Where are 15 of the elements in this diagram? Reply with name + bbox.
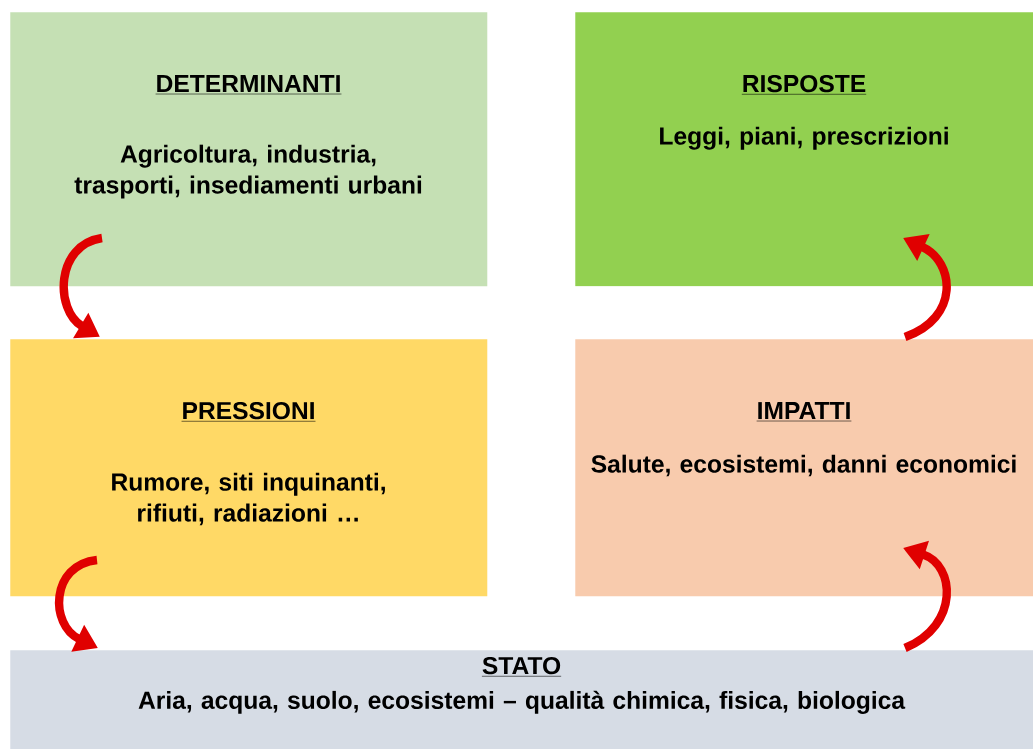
description: Aria, acqua, suolo, ecosistemi – qualità chimica, fisica, biologica [138,690,906,714]
category-box [575,339,1033,597]
description: Agricoltura, industria, trasporti, insediamenti urbani [74,144,422,199]
heading: RISPOSTE [741,74,867,95]
heading: PRESSIONI [181,401,316,422]
category-box [10,12,488,287]
heading: DETERMINANTI [155,75,342,95]
description: Salute, ecosistemi, danni economici [591,454,1016,477]
description: Rumore, siti inquinanti, rifiuti, radiazioni … [112,472,385,526]
category-box [575,12,1033,287]
category-box [10,650,1033,749]
heading: IMPATTI [756,402,852,422]
heading: STATO [481,656,562,677]
description: Leggi, piani, prescrizioni [660,126,948,150]
category-box [10,339,488,597]
